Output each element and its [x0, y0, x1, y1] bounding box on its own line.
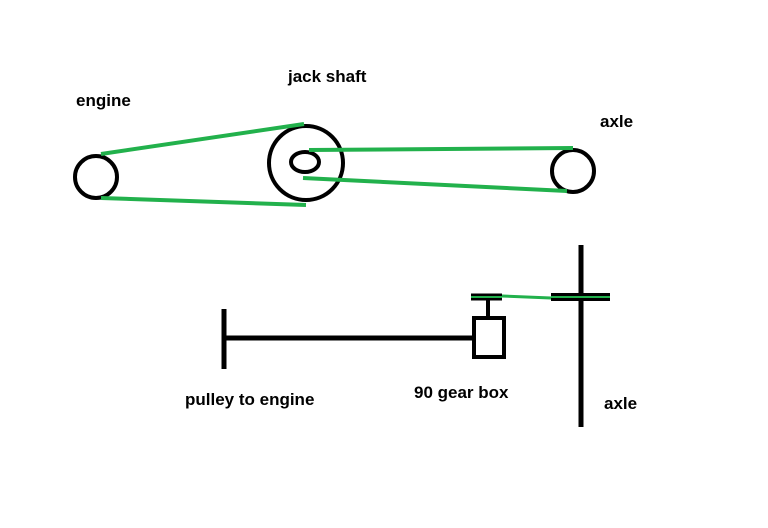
belt-axle-top [308, 146, 574, 152]
pulley-to-engine-label: pulley to engine [185, 390, 314, 409]
engine-label: engine [76, 91, 131, 110]
jack-shaft-small-pulley [289, 150, 321, 174]
belt-engine-bottom [100, 196, 307, 207]
axle-pulley [550, 148, 596, 194]
belt-gearbox-to-axle [501, 294, 552, 300]
jack-shaft-label: jack shaft [287, 67, 367, 86]
belt-engine-top [100, 122, 305, 156]
gear-box [472, 316, 506, 359]
top-belt-drive [73, 122, 596, 207]
axle-top-label: axle [600, 112, 633, 131]
gear-box-label: 90 gear box [414, 383, 509, 402]
belt-axle-bottom [302, 176, 568, 193]
engine-pulley [73, 154, 119, 200]
axle-bottom-label: axle [604, 394, 637, 413]
bottom-gearbox-drive [221, 245, 610, 427]
